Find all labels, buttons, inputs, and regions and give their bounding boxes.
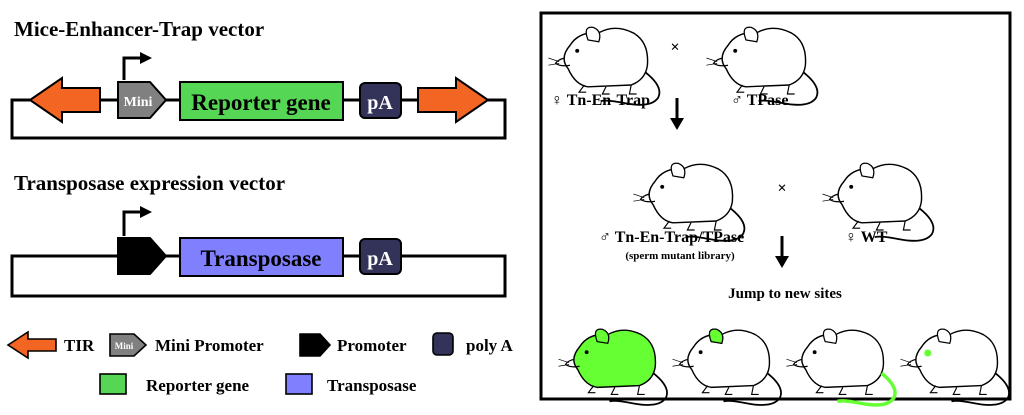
male-tpase-label: ♂ TPase	[731, 92, 788, 109]
vector2-backbone	[10, 254, 507, 298]
legend-reporter-icon	[99, 373, 127, 395]
legend-reporter-label: Reporter gene	[146, 376, 250, 395]
offspring-mouse-tail-gfp	[785, 328, 897, 407]
reporter-gene-box	[179, 81, 344, 121]
legend-mini-promoter-icon	[109, 333, 148, 357]
promoter-shape	[117, 237, 168, 275]
legend-mini-promoter-label: Mini Promoter	[155, 336, 264, 355]
legend-tir-label: TIR	[64, 336, 95, 355]
tss-arrow-icon-2	[122, 210, 142, 236]
reporter-gene-label: Reporter gene	[191, 90, 330, 115]
legend-mini-icon-label: Mini	[115, 341, 134, 351]
vector1-title: Mice-Enhancer-Trap vector	[14, 17, 264, 41]
vector1-backbone	[10, 98, 507, 140]
polya-box-2	[359, 238, 402, 275]
polya-label-2: pA	[367, 248, 393, 270]
tss-arrow-icon	[122, 56, 142, 80]
transposase-box	[179, 237, 344, 277]
offspring-mouse-ear-gfp	[671, 328, 782, 406]
legend-promoter-icon	[299, 333, 332, 357]
legend-tir-icon	[6, 330, 57, 360]
polya-box-1	[359, 82, 402, 119]
female-tn-en-trap-label: ♀ Tn-En-Trap	[551, 92, 650, 109]
sperm-mutant-library-label: (sperm mutant library)	[625, 250, 735, 262]
tir-left-arrow-icon	[28, 76, 101, 124]
cross1-times: ×	[670, 39, 679, 56]
offspring-mouse-eye-gfp	[899, 328, 1010, 406]
offspring-mouse-whole-body-gfp	[557, 328, 668, 406]
female-wt-label: ♀ WT	[845, 229, 888, 246]
enhancer-trap-vector: Mice-Enhancer-Trap vector Mini Reporter …	[10, 17, 507, 140]
vector2-title: Transposase expression vector	[14, 171, 285, 195]
transposase-label: Transposase	[201, 246, 322, 271]
legend-transposase-label: Transposase	[327, 376, 417, 395]
legend-polya-icon	[432, 332, 454, 356]
breeding-panel-frame	[539, 11, 1012, 401]
tir-right-arrow-icon	[417, 76, 490, 124]
legend-polya-label: poly A	[466, 336, 513, 355]
cross2-times: ×	[777, 180, 786, 197]
legend: TIR Mini Mini Promoter Promoter poly A R…	[6, 330, 513, 395]
legend-transposase-icon	[285, 373, 313, 395]
polya-label-1: pA	[367, 92, 393, 114]
breeding-scheme: × ♀ Tn-En-Trap ♂ TPase × ♂ Tn-En-Trap/TP…	[547, 26, 1010, 407]
male-tn-en-trap-tpase-label: ♂ Tn-En-Trap/TPase	[599, 229, 744, 246]
mini-promoter-shape	[117, 81, 168, 119]
transposase-vector: Transposase expression vector Transposas…	[10, 171, 507, 298]
legend-promoter-label: Promoter	[337, 336, 407, 355]
jump-to-new-sites-label: Jump to new sites	[728, 286, 842, 302]
mini-promoter-label: Mini	[124, 95, 153, 110]
